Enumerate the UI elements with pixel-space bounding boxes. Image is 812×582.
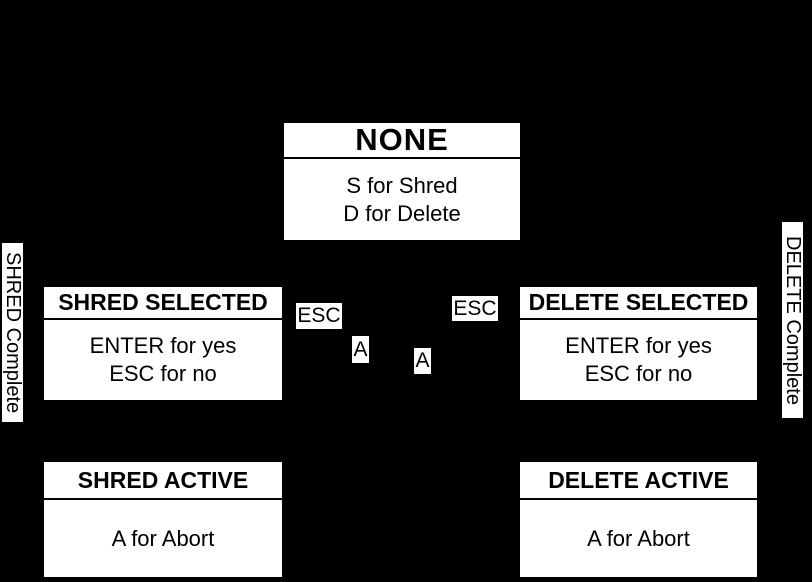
- state-none-title: NONE: [284, 123, 520, 159]
- state-delete-active: DELETE ACTIVE A for Abort: [520, 462, 757, 577]
- state-none-line-1: S for Shred: [346, 172, 458, 198]
- state-shred-active-body: A for Abort: [44, 500, 282, 577]
- state-delete-selected-line-2: ESC for no: [584, 361, 693, 386]
- edge-label-delete-complete: DELETE Complete: [782, 222, 804, 418]
- state-delete-active-body: A for Abort: [520, 500, 757, 577]
- edge-label-shred-complete: SHRED Complete: [2, 243, 24, 422]
- state-delete-selected-body: ENTER for yes ESC for no: [520, 320, 757, 400]
- state-shred-active-line-1: A for Abort: [111, 525, 215, 551]
- start-label: START: [37, 17, 139, 50]
- edge-label-abort-left: A: [352, 336, 369, 363]
- edge-label-esc-left: ESC: [296, 303, 342, 329]
- state-none: NONE S for Shred D for Delete: [284, 123, 520, 240]
- state-none-body: S for Shred D for Delete: [284, 159, 520, 240]
- state-delete-active-line-1: A for Abort: [587, 525, 690, 551]
- state-delete-selected-line-1: ENTER for yes: [565, 333, 712, 358]
- edge-label-esc-right: ESC: [452, 296, 498, 321]
- edge-label-abort-right: A: [414, 348, 431, 374]
- state-shred-selected-body: ENTER for yes ESC for no: [44, 320, 282, 400]
- state-shred-selected-line-1: ENTER for yes: [89, 333, 237, 358]
- state-delete-selected: DELETE SELECTED ENTER for yes ESC for no: [520, 287, 757, 400]
- state-shred-active: SHRED ACTIVE A for Abort: [44, 462, 282, 577]
- state-delete-active-title: DELETE ACTIVE: [520, 462, 757, 500]
- state-shred-selected-line-2: ESC for no: [109, 361, 217, 386]
- start-node: START: [0, 0, 176, 68]
- state-none-line-2: D for Delete: [343, 200, 461, 226]
- state-shred-selected-title: SHRED SELECTED: [44, 287, 282, 320]
- state-delete-selected-title: DELETE SELECTED: [520, 287, 757, 320]
- state-shred-active-title: SHRED ACTIVE: [44, 462, 282, 500]
- state-shred-selected: SHRED SELECTED ENTER for yes ESC for no: [44, 287, 282, 400]
